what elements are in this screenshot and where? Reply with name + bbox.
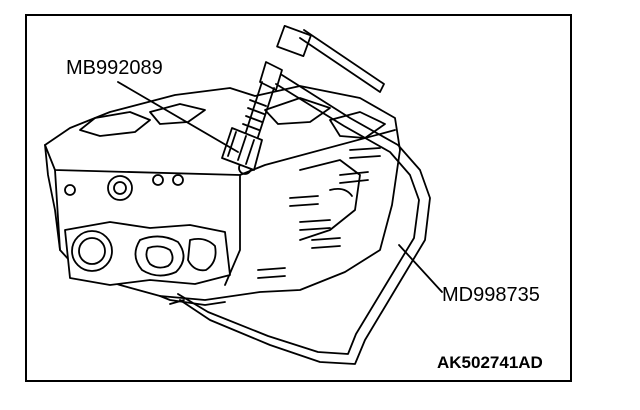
cylinder-head-drawing xyxy=(44,85,401,306)
frame-clamp-tool xyxy=(169,74,431,365)
leader-line-md998735 xyxy=(398,244,443,293)
tool-label-mb992089: MB992089 xyxy=(66,57,163,79)
tool-label-md998735: MD998735 xyxy=(442,284,540,306)
figure-id: AK502741AD xyxy=(437,353,543,372)
leader-line-mb992089 xyxy=(117,81,239,153)
valve-spring-compressor-tool xyxy=(221,24,385,171)
